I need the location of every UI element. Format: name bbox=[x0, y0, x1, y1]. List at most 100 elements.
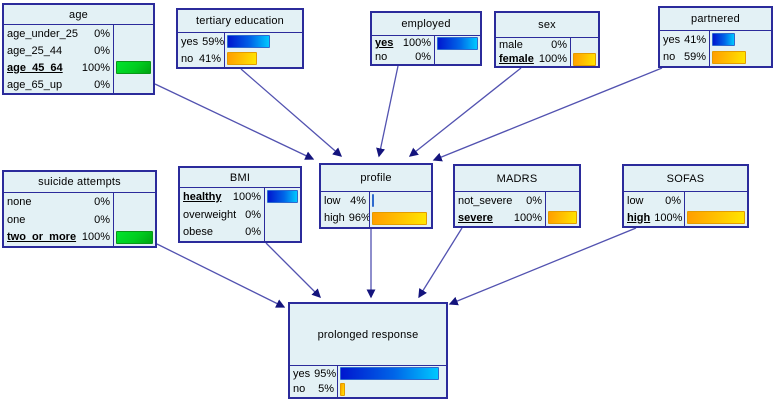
state-row-age_25_44[interactable]: age_25_44 0% bbox=[4, 42, 153, 59]
edge-arrow-age-to-profile bbox=[154, 83, 315, 160]
belief-bar bbox=[548, 211, 577, 224]
state-probability: 100% bbox=[232, 190, 261, 203]
state-label: age_25_44 bbox=[7, 44, 63, 57]
belief-bar-track bbox=[224, 50, 302, 67]
state-probability: 0% bbox=[94, 44, 110, 57]
belief-bar-track bbox=[113, 42, 153, 59]
edge-arrow-sex-to-profile bbox=[408, 67, 522, 157]
state-label: age_45_64 bbox=[7, 61, 63, 74]
state-label: high bbox=[324, 212, 345, 225]
state-label: obese bbox=[183, 226, 213, 239]
state-probability: 0% bbox=[551, 39, 567, 51]
belief-bar bbox=[227, 35, 271, 48]
state-probability: 59% bbox=[202, 35, 224, 48]
state-label: high bbox=[627, 211, 651, 224]
belief-bar bbox=[340, 367, 439, 381]
belief-bar-track bbox=[545, 192, 579, 209]
state-probability: 41% bbox=[684, 33, 707, 46]
belief-bar-track bbox=[337, 366, 446, 382]
state-label: no bbox=[181, 52, 194, 65]
belief-bar-track bbox=[709, 31, 771, 49]
belief-bar-track bbox=[709, 48, 771, 66]
state-probability: 0% bbox=[94, 78, 110, 91]
belief-bar-track bbox=[113, 193, 155, 211]
belief-bar-track bbox=[684, 192, 747, 209]
state-label: no bbox=[663, 51, 676, 64]
node-suicide-attempts-title: suicide attempts bbox=[4, 172, 155, 193]
state-row-healthy[interactable]: healthy 100% bbox=[180, 188, 300, 206]
state-probability: 0% bbox=[526, 194, 542, 207]
state-probability: 0% bbox=[665, 194, 681, 207]
state-label: low bbox=[627, 194, 644, 207]
edge-arrow-bmi-to-prolonged_response bbox=[265, 242, 321, 298]
state-label: healthy bbox=[183, 190, 222, 203]
state-label: not_severe bbox=[458, 194, 513, 207]
state-row-none[interactable]: none 0% bbox=[4, 193, 155, 211]
belief-bar-track bbox=[570, 52, 598, 66]
state-probability: 100% bbox=[402, 37, 431, 49]
belief-bar bbox=[372, 211, 427, 225]
state-probability: 0% bbox=[94, 195, 110, 208]
state-probability: 100% bbox=[538, 53, 567, 65]
belief-bar-track bbox=[684, 209, 747, 226]
state-probability: 100% bbox=[81, 231, 110, 244]
state-label: none bbox=[7, 195, 32, 208]
state-probability: 5% bbox=[318, 383, 334, 396]
node-sofas-title: SOFAS bbox=[624, 166, 747, 192]
belief-bar bbox=[437, 36, 478, 50]
belief-bar-track bbox=[434, 50, 480, 64]
belief-bar bbox=[687, 211, 745, 224]
state-label: one bbox=[7, 213, 26, 226]
state-row-low[interactable]: low 0% bbox=[624, 192, 747, 209]
state-probability: 0% bbox=[415, 51, 431, 63]
belief-bar bbox=[340, 382, 346, 396]
belief-bar-track bbox=[264, 223, 300, 242]
belief-bar-track bbox=[434, 36, 480, 50]
state-probability: 4% bbox=[350, 194, 366, 207]
state-labelwrap: low 0% bbox=[624, 192, 684, 209]
state-row-not_severe[interactable]: not_severe 0% bbox=[455, 192, 579, 209]
